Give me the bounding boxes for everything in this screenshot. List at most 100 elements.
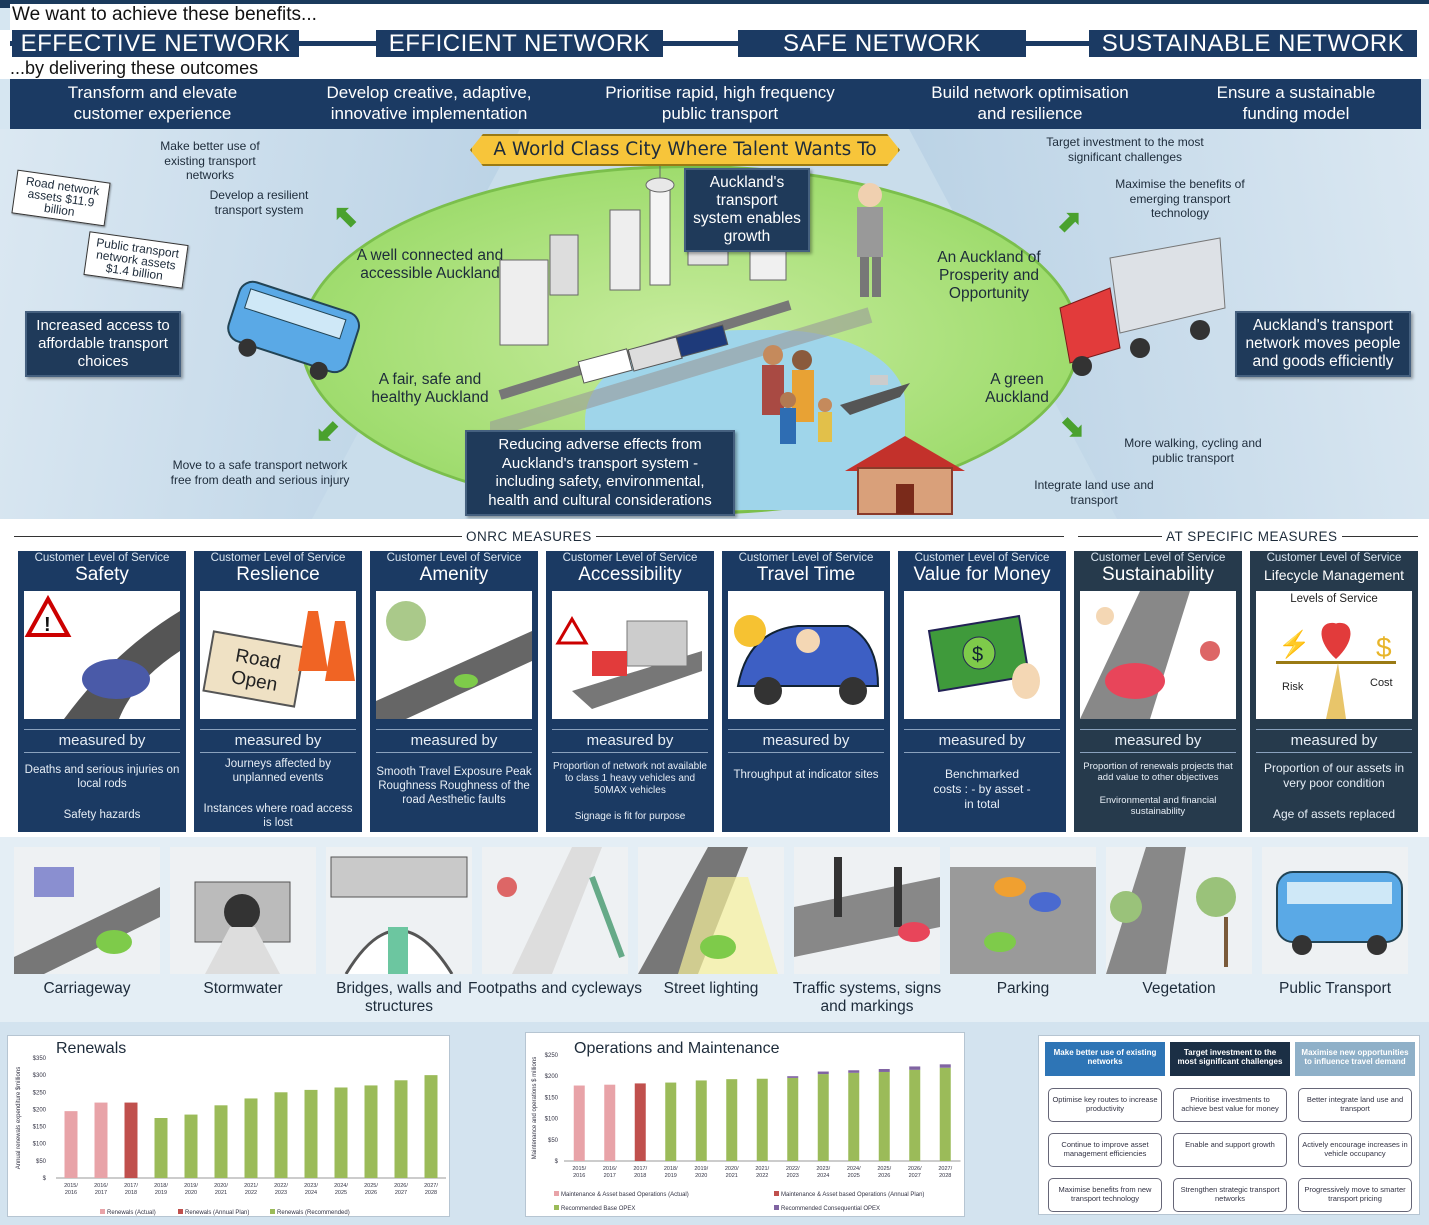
- benefit-efficient-network: EFFICIENT NETWORK: [376, 30, 663, 57]
- note-emerging-tech: Maximise the benefits of emerging transp…: [1115, 177, 1245, 220]
- bar: [124, 1102, 138, 1178]
- bar: [424, 1075, 438, 1178]
- bar: [304, 1089, 318, 1178]
- asset-tile-footpaths: [482, 847, 628, 974]
- svg-text:⚡: ⚡: [1278, 629, 1310, 660]
- card-measured-by: measured by: [552, 729, 708, 753]
- ellipse-label-green: A green Auckland: [985, 371, 1049, 406]
- vision-banner: A World Class City Where Talent Wants To…: [470, 134, 900, 166]
- asset-label-footpaths: Footpaths and cycleways: [467, 980, 643, 997]
- y-tick-label: $: [555, 1159, 559, 1165]
- legend-swatch: [100, 1209, 105, 1214]
- matrix-cell: Better integrate land use and transport: [1298, 1088, 1412, 1122]
- bar: [573, 1085, 585, 1161]
- amenity-picture: [376, 591, 532, 719]
- x-tick-label: 2015/: [64, 1183, 78, 1189]
- bar: [634, 1083, 646, 1161]
- measure-card-safety: Customer Level of Service Safety ! measu…: [18, 551, 186, 832]
- bar: [394, 1080, 408, 1178]
- card-clos-label: Customer Level of Service: [34, 552, 170, 564]
- card-measure-1: Deaths and serious injuries on local rod…: [24, 764, 180, 790]
- y-tick-label: $50: [548, 1138, 559, 1144]
- y-tick-label: $100: [33, 1142, 47, 1148]
- y-tick-label: $: [43, 1176, 47, 1182]
- bar: [214, 1105, 228, 1178]
- x-tick-label: 2021/: [244, 1183, 258, 1189]
- moves-people-callout: Auckland's transport network moves peopl…: [1235, 311, 1411, 377]
- x-tick-label: 2019/: [694, 1166, 708, 1172]
- bar: [909, 1069, 921, 1161]
- legend-swatch: [270, 1209, 275, 1214]
- asset-tile-carriageway: [14, 847, 160, 974]
- affordable-choices-callout: Increased access to affordable transport…: [25, 311, 181, 377]
- card-measure-2: Environmental and financial sustainabili…: [1099, 795, 1217, 817]
- x-tick-label: 2018: [125, 1190, 137, 1196]
- matrix-header-2: Target investment to the most significan…: [1170, 1042, 1290, 1076]
- risk-label: Risk: [1282, 681, 1304, 693]
- card-measure-1: Benchmarked costs : - by asset - in tota…: [933, 767, 1031, 811]
- x-tick-label: 2023/: [304, 1183, 318, 1189]
- x-tick-label: 2022: [756, 1173, 768, 1179]
- matrix-cell: Maximise benefits from new transport tec…: [1048, 1178, 1162, 1212]
- benefit-sustainable-network: SUSTAINABLE NETWORK: [1089, 30, 1417, 57]
- card-measure-1: Proportion of renewals projects that add…: [1083, 761, 1233, 783]
- x-tick-label: 2022: [245, 1190, 257, 1196]
- note-land-use: Integrate land use and transport: [1034, 478, 1154, 507]
- bar: [244, 1098, 258, 1178]
- matrix-cell: Continue to improve asset management eff…: [1048, 1133, 1162, 1167]
- note-walking-cycling: More walking, cycling and public transpo…: [1124, 436, 1262, 465]
- x-tick-label: 2027: [395, 1190, 407, 1196]
- card-measure-2: Age of assets replaced: [1272, 807, 1396, 821]
- legend-label: Recommended Consequential OPEX: [781, 1206, 880, 1212]
- bar: [94, 1102, 108, 1178]
- arrow-down-left-icon: ⬋: [315, 415, 341, 448]
- note-target-investment: Target investment to the most significan…: [1046, 135, 1204, 164]
- y-tick-label: $250: [545, 1053, 559, 1059]
- asset-tile-stormwater: [170, 847, 316, 974]
- card-measure-1: Throughput at indicator sites: [733, 769, 879, 781]
- x-tick-label: 2027: [909, 1173, 921, 1179]
- card-clos-label: Customer Level of Service: [386, 552, 522, 564]
- bar: [756, 1078, 768, 1161]
- x-tick-label: 2028: [939, 1173, 951, 1179]
- outcomes-bar: [10, 79, 1421, 129]
- y-tick-label: $350: [33, 1056, 47, 1062]
- y-axis-label: Maintenance and operations $ millions: [532, 1057, 538, 1159]
- bar: [848, 1072, 860, 1161]
- x-tick-label: 2017/: [633, 1166, 647, 1172]
- outcome-funding-model: Ensure a sustainable funding model: [1216, 83, 1376, 123]
- outcome-public-transport: Prioritise rapid, high frequency public …: [605, 83, 835, 123]
- legend-swatch: [178, 1209, 183, 1214]
- bar: [726, 1079, 738, 1161]
- growth-callout: Auckland's transport system enables grow…: [684, 168, 810, 252]
- x-tick-label: 2024/: [847, 1166, 861, 1172]
- measure-card-amenity: Customer Level of Service Amenity measur…: [370, 551, 538, 832]
- x-tick-label: 2017: [95, 1190, 107, 1196]
- benefit-effective-network: EFFECTIVE NETWORK: [12, 30, 299, 57]
- matrix-cell: Strengthen strategic transport networks: [1173, 1178, 1287, 1212]
- x-tick-label: 2021: [726, 1173, 738, 1179]
- chart-title: Renewals: [56, 1040, 126, 1057]
- x-tick-label: 2026: [878, 1173, 890, 1179]
- matrix-cell: Actively encourage increases in vehicle …: [1298, 1133, 1412, 1167]
- asset-tile-bridges: [326, 847, 472, 974]
- city-illustration: [490, 165, 910, 444]
- bar: [364, 1085, 378, 1178]
- onrc-heading: ONRC MEASURES: [462, 529, 596, 544]
- safety-picture: !: [24, 591, 180, 719]
- bar: [64, 1111, 78, 1178]
- legend-label: Renewals (Actual): [107, 1210, 156, 1216]
- lifecycle-picture: Levels of Service ⚡ $ Risk Cost: [1256, 591, 1412, 719]
- x-tick-label: 2026/: [908, 1166, 922, 1172]
- card-measured-by: measured by: [904, 729, 1060, 753]
- measure-card-travel-time: Customer Level of Service Travel Time me…: [722, 551, 890, 832]
- arrow-up-left-icon: ⬉: [333, 200, 359, 233]
- asset-label-traffic-systems: Traffic systems, signs and markings: [792, 980, 942, 1015]
- svg-text:$: $: [1376, 632, 1392, 663]
- x-tick-label: 2016/: [94, 1183, 108, 1189]
- y-tick-label: $150: [545, 1095, 559, 1101]
- legend-label: Renewals (Recommended): [277, 1210, 350, 1216]
- card-measure-2: Instances where road access is lost: [203, 803, 353, 829]
- card-measure-2: Signage is fit for purpose: [574, 811, 686, 822]
